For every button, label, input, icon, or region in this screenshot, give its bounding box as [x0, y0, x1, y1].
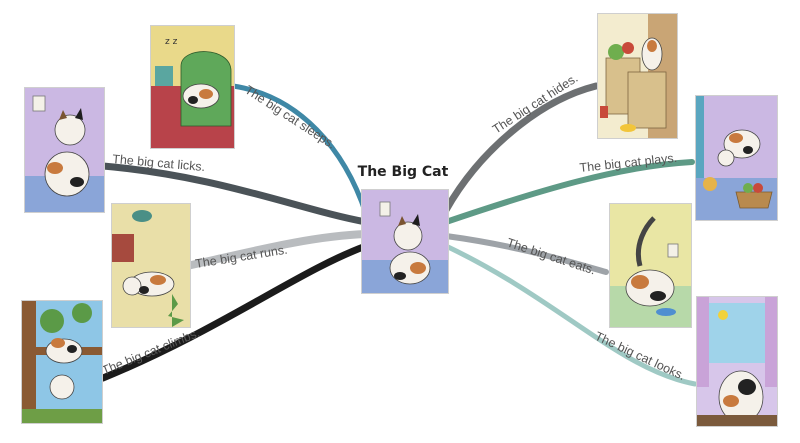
branch-sleeps: [230, 83, 369, 217]
branch-plays: [443, 159, 695, 225]
cat-sleeps-picture: z z: [150, 25, 235, 149]
branch-eats: [443, 233, 609, 275]
branch-runs: [174, 230, 370, 272]
cat-runs-picture: [111, 203, 191, 328]
label-climbs: The big cat climbs.: [100, 326, 202, 378]
center-cat-picture: [361, 189, 449, 294]
cat-looks-picture: [696, 296, 778, 427]
label-eats: The big cat eats.: [505, 236, 597, 278]
cat-climbs-picture: [21, 300, 103, 424]
branch-looks: [443, 243, 698, 387]
center-title: The Big Cat: [357, 164, 449, 180]
branch-hides: [442, 82, 600, 214]
branch-climbs: [99, 242, 370, 382]
cat-eats-picture: [609, 203, 692, 328]
svg-text:z z: z z: [165, 37, 178, 47]
cat-hides-picture: [597, 13, 678, 139]
cat-plays-picture: [695, 95, 778, 221]
label-hides: The big cat hides.: [490, 71, 580, 136]
branch-licks: [99, 162, 370, 226]
label-sleeps: The big cat sleeps.: [242, 83, 338, 152]
cat-licks-picture: [24, 87, 105, 213]
label-runs: The big cat runs.: [194, 243, 288, 271]
label-looks: The big cat looks.: [593, 329, 688, 383]
